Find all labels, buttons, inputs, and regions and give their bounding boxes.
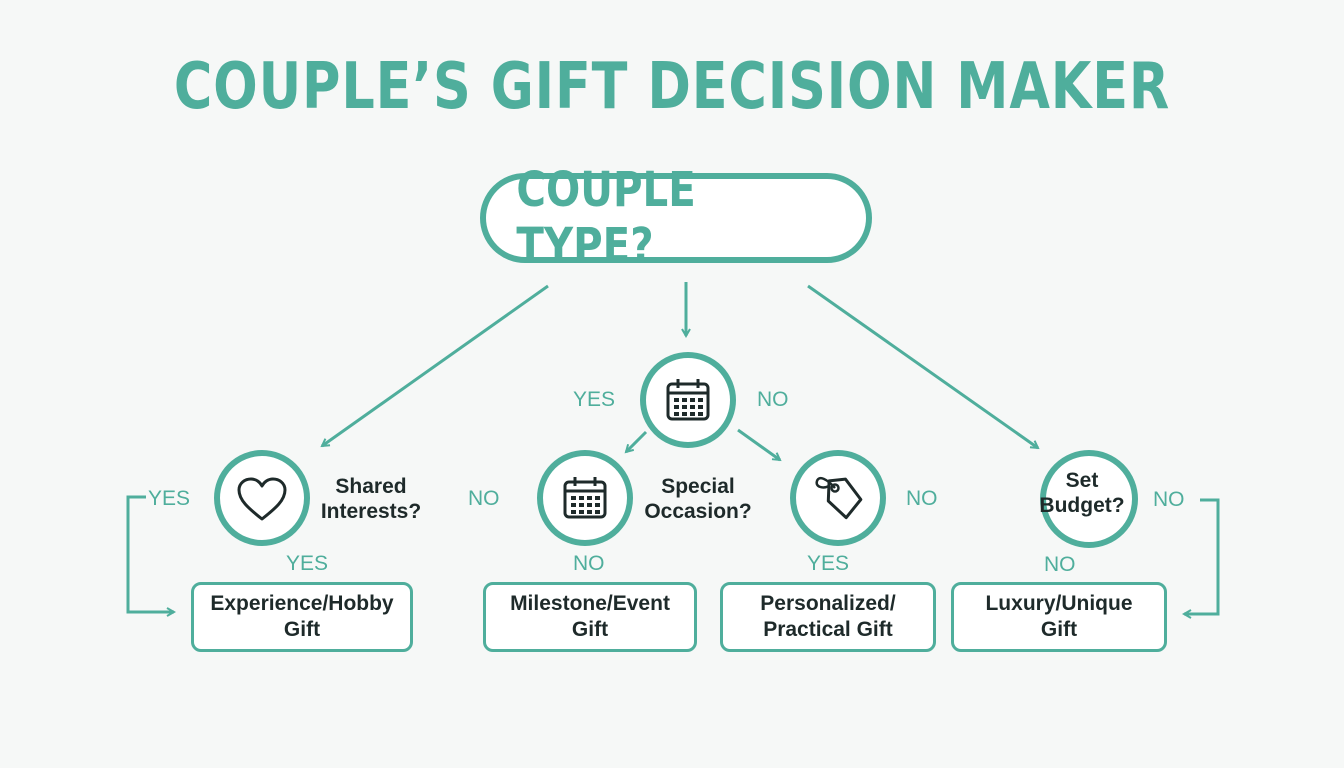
edge-label-mid-no: NO bbox=[468, 487, 500, 510]
tag-icon bbox=[815, 476, 863, 520]
connector-calendar-to-left bbox=[626, 430, 648, 452]
special-occasion-node bbox=[537, 450, 633, 546]
edge-label-calendar-no: NO bbox=[573, 552, 605, 575]
edge-label-heart-yes: YES bbox=[286, 552, 329, 575]
shared-interests-node bbox=[214, 450, 310, 546]
connector-calendar-to-tag bbox=[737, 428, 780, 462]
calendar-icon bbox=[563, 477, 607, 519]
connector-left-yes bbox=[126, 495, 174, 612]
occasion-top-node bbox=[640, 352, 736, 448]
tag-node bbox=[790, 450, 886, 546]
set-budget-node bbox=[1040, 450, 1138, 548]
outcome-experience-hobby: Experience/Hobby Gift bbox=[191, 582, 413, 652]
question-special-occasion: Special Occasion? bbox=[644, 475, 752, 523]
outcome-personalized-practical: Personalized/ Practical Gift bbox=[720, 582, 936, 652]
root-node: COUPLE TYPE? bbox=[480, 162, 872, 274]
outcome-luxury-unique: Luxury/Unique Gift bbox=[951, 582, 1167, 652]
edge-label-tag-yes: YES bbox=[807, 552, 850, 575]
edge-label-top-no: NO bbox=[757, 388, 789, 411]
root-label: COUPLE TYPE? bbox=[516, 162, 696, 274]
edge-label-budget-no-right: NO bbox=[1153, 488, 1185, 511]
connector-root-to-heart bbox=[322, 284, 549, 448]
edge-label-left-yes: YES bbox=[148, 487, 191, 510]
question-set-budget: Set Budget? bbox=[1039, 469, 1125, 517]
connector-right-no bbox=[1184, 498, 1220, 614]
question-shared-interests: Shared Interests? bbox=[320, 475, 422, 523]
calendar-icon bbox=[666, 379, 710, 421]
edge-label-top-yes: YES bbox=[573, 388, 616, 411]
edge-label-tag-no: NO bbox=[906, 487, 938, 510]
edge-label-budget-no-below: NO bbox=[1044, 553, 1076, 576]
connector-root-to-budget bbox=[807, 284, 1038, 450]
page-title: COUPLE’S GIFT DECISION MAKER bbox=[173, 50, 1171, 124]
outcome-milestone-event: Milestone/Event Gift bbox=[483, 582, 697, 652]
heart-icon bbox=[237, 477, 287, 521]
